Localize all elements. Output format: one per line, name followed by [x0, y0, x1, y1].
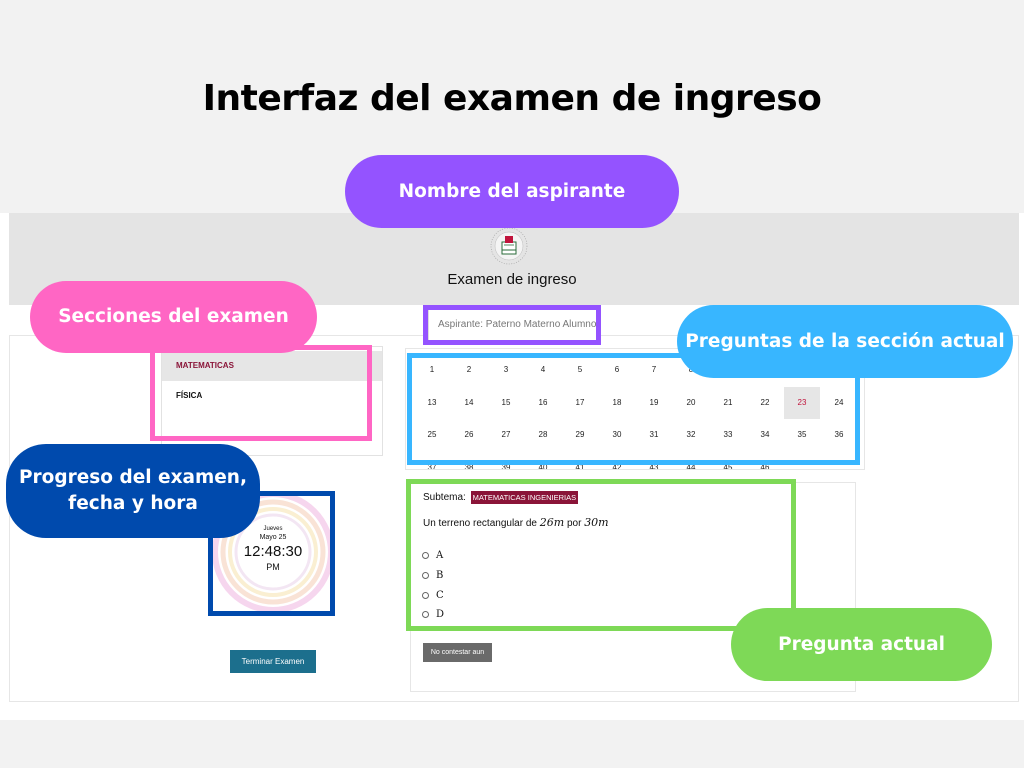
- highlight-question-grid: [407, 353, 860, 465]
- question-text-middle: por: [564, 518, 585, 529]
- callout-current-question: Pregunta actual: [731, 608, 992, 681]
- option-label: B: [436, 570, 444, 581]
- question-number-20[interactable]: 20: [686, 398, 696, 407]
- question-number-14[interactable]: 14: [464, 398, 474, 407]
- question-number-40[interactable]: 40: [538, 463, 548, 470]
- question-number-27[interactable]: 27: [501, 430, 511, 439]
- answer-option-c[interactable]: C: [422, 590, 444, 601]
- question-number-23[interactable]: 23: [784, 387, 820, 419]
- option-label: C: [436, 590, 444, 601]
- clock-date: Mayo 25: [259, 534, 287, 541]
- question-number-30[interactable]: 30: [612, 430, 622, 439]
- question-number-5[interactable]: 5: [577, 365, 583, 374]
- question-number-36[interactable]: 36: [834, 430, 844, 439]
- question-value-a: 26m: [539, 516, 565, 529]
- question-number-26[interactable]: 26: [464, 430, 474, 439]
- question-number-38[interactable]: 38: [464, 463, 474, 470]
- question-number-43[interactable]: 43: [649, 463, 659, 470]
- highlight-current-question: [406, 479, 796, 631]
- subtema-label: Subtema:: [423, 492, 466, 503]
- clock-time: 12:48:30: [243, 543, 303, 560]
- option-label: D: [436, 609, 445, 620]
- question-number-37[interactable]: 37: [427, 463, 437, 470]
- subtema-badge: MATEMATICAS INGENIERIAS: [470, 491, 579, 504]
- question-number-34[interactable]: 34: [760, 430, 770, 439]
- end-exam-button[interactable]: Terminar Examen: [230, 650, 316, 673]
- clock-ampm: PM: [266, 562, 280, 572]
- highlight-applicant-name: [423, 305, 601, 345]
- callout-applicant-name: Nombre del aspirante: [345, 155, 679, 228]
- question-number-7[interactable]: 7: [651, 365, 657, 374]
- question-number-18[interactable]: 18: [612, 398, 622, 407]
- question-number-17[interactable]: 17: [575, 398, 585, 407]
- answer-option-b[interactable]: B: [422, 570, 443, 581]
- answer-option-d[interactable]: D: [422, 609, 444, 620]
- institution-logo-icon: [490, 227, 528, 265]
- question-number-29[interactable]: 29: [575, 430, 585, 439]
- radio-button[interactable]: [422, 592, 429, 599]
- question-number-28[interactable]: 28: [538, 430, 548, 439]
- question-number-2[interactable]: 2: [466, 365, 472, 374]
- question-number-15[interactable]: 15: [501, 398, 511, 407]
- question-number-42[interactable]: 42: [612, 463, 622, 470]
- callout-sections: Secciones del examen: [30, 281, 317, 353]
- question-number-45[interactable]: 45: [723, 463, 733, 470]
- question-number-35[interactable]: 35: [797, 430, 807, 439]
- section-item-fisica[interactable]: FÍSICA: [176, 391, 203, 400]
- highlight-sections: [150, 345, 372, 441]
- callout-progress: Progreso del examen, fecha y hora: [6, 444, 260, 538]
- question-number-19[interactable]: 19: [649, 398, 659, 407]
- exam-title: Examen de ingreso: [447, 271, 577, 288]
- callout-question-grid: Preguntas de la sección actual: [677, 305, 1013, 378]
- question-text-start: Un terreno rectangular de: [423, 518, 540, 529]
- question-number-31[interactable]: 31: [649, 430, 659, 439]
- question-number-22[interactable]: 22: [760, 398, 770, 407]
- radio-button[interactable]: [422, 611, 429, 618]
- subtema-line: Subtema: MATEMATICAS INGENIERIAS: [423, 491, 579, 504]
- question-text: Un terreno rectangular de 26m por 30m: [423, 516, 609, 529]
- question-number-1[interactable]: 1: [429, 365, 435, 374]
- section-item-matematicas[interactable]: MATEMATICAS: [162, 351, 382, 381]
- question-number-6[interactable]: 6: [614, 365, 620, 374]
- question-number-39[interactable]: 39: [501, 463, 511, 470]
- slide-title: Interfaz del examen de ingreso: [202, 78, 822, 119]
- highlight-progress: [208, 491, 335, 616]
- skip-question-button[interactable]: No contestar aun: [423, 643, 492, 662]
- question-number-33[interactable]: 33: [723, 430, 733, 439]
- question-number-21[interactable]: 21: [723, 398, 733, 407]
- radio-button[interactable]: [422, 552, 429, 559]
- answer-option-a[interactable]: A: [422, 550, 443, 561]
- question-number-16[interactable]: 16: [538, 398, 548, 407]
- question-number-13[interactable]: 13: [427, 398, 437, 407]
- radio-button[interactable]: [422, 572, 429, 579]
- question-number-44[interactable]: 44: [686, 463, 696, 470]
- question-number-24[interactable]: 24: [834, 398, 844, 407]
- exam-clock: Jueves Mayo 25 12:48:30 PM: [208, 526, 338, 572]
- question-number-32[interactable]: 32: [686, 430, 696, 439]
- question-number-4[interactable]: 4: [540, 365, 546, 374]
- question-value-b: 30m: [584, 516, 609, 529]
- question-number-3[interactable]: 3: [503, 365, 509, 374]
- question-number-25[interactable]: 25: [427, 430, 437, 439]
- question-number-41[interactable]: 41: [575, 463, 585, 470]
- clock-day: Jueves: [263, 526, 283, 532]
- question-number-46[interactable]: 46: [760, 463, 770, 470]
- option-label: A: [436, 550, 444, 561]
